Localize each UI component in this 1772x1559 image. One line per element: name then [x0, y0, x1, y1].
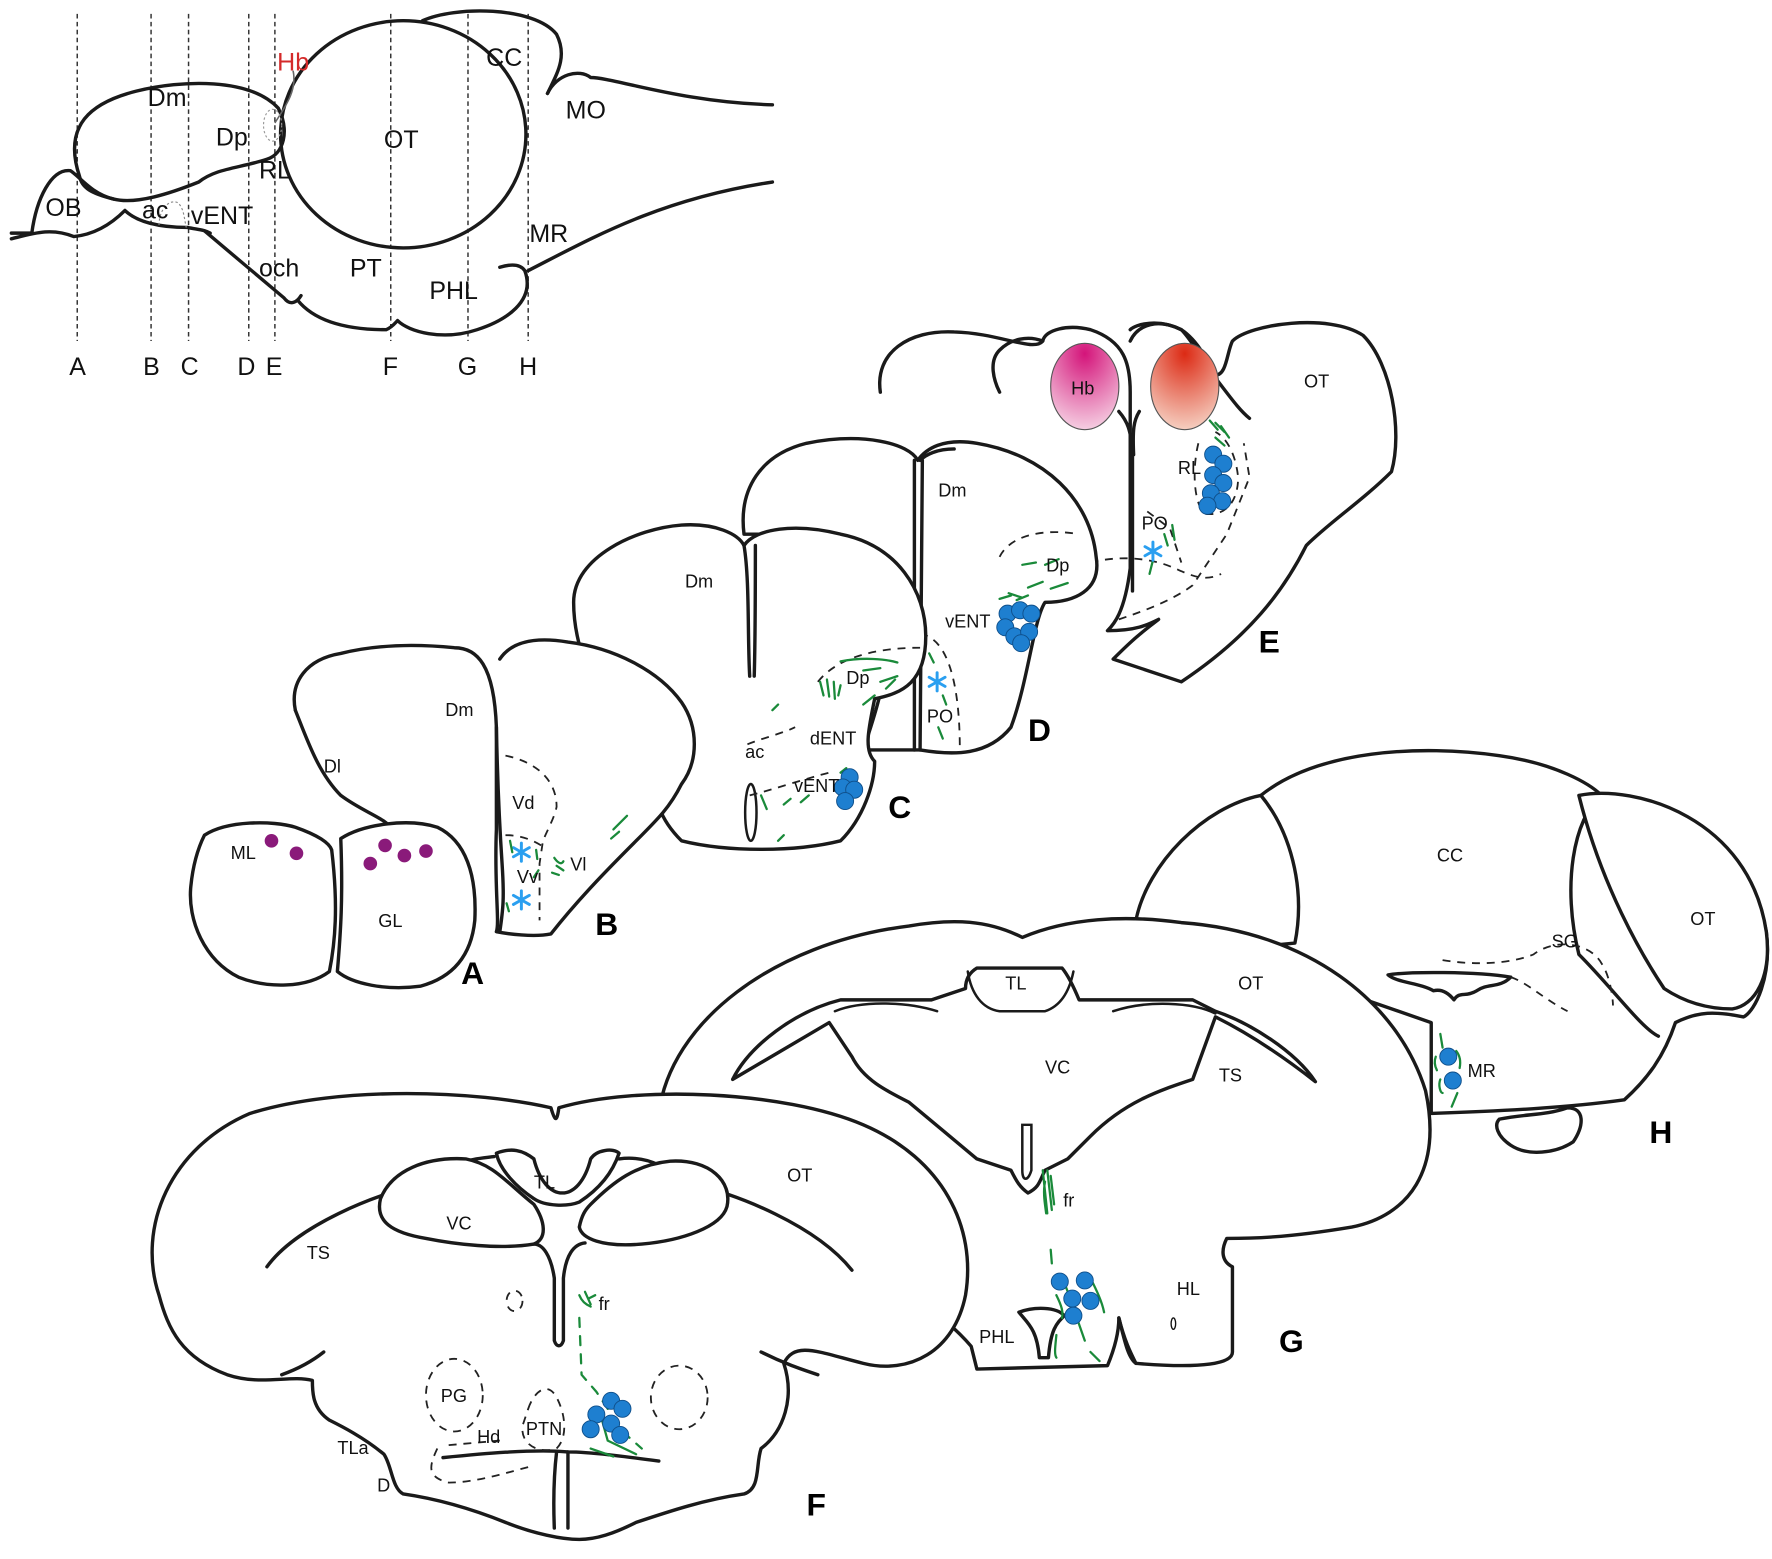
label-G-TL: TL — [1005, 974, 1026, 994]
label-G-VC: VC — [1045, 1058, 1070, 1078]
section-F: TL OT VC TS fr PG TLa Hd PTN D F — [150, 1091, 970, 1542]
label-H-SG: SG — [1552, 932, 1578, 952]
label-PT: PT — [350, 254, 382, 282]
label-E-PO: PO — [1142, 514, 1168, 534]
section-label-H: H — [1649, 1114, 1672, 1150]
label-PHL: PHL — [429, 277, 478, 305]
label-OT: OT — [384, 126, 419, 154]
line-label-H: H — [519, 353, 537, 381]
label-Dp: Dp — [216, 124, 248, 152]
section-label-B: B — [595, 906, 618, 942]
label-B-Dm: Dm — [445, 700, 473, 720]
label-Hb: Hb — [277, 49, 309, 77]
line-label-B: B — [143, 353, 160, 381]
line-label-A: A — [69, 353, 86, 381]
label-MO: MO — [566, 96, 606, 124]
label-B-Vd: Vd — [512, 793, 534, 813]
label-C-Dm: Dm — [685, 572, 713, 592]
label-G-PHL: PHL — [979, 1327, 1014, 1347]
label-E-OT: OT — [1304, 372, 1329, 392]
line-label-F: F — [383, 353, 398, 381]
label-G-OT: OT — [1238, 974, 1263, 994]
label-D-PO: PO — [927, 707, 953, 727]
label-C-ac: ac — [745, 742, 764, 762]
label-Dm: Dm — [148, 84, 187, 112]
label-E-RL: RL — [1178, 458, 1201, 478]
label-F-TS: TS — [307, 1243, 330, 1263]
label-F-VC: VC — [446, 1213, 471, 1233]
section-label-C: C — [888, 789, 911, 825]
label-F-TL: TL — [534, 1172, 555, 1192]
label-C-dENT: dENT — [810, 728, 856, 748]
line-label-C: C — [181, 353, 199, 381]
sagittal-overview: OB Dm Dp Hb RL ac vENT OT CC MO MR och P… — [9, 9, 775, 381]
label-A-ML: ML — [231, 843, 256, 863]
label-vENT: vENT — [191, 202, 253, 230]
label-F-OT: OT — [787, 1166, 812, 1186]
section-E: Hb OT RL PO E — [878, 320, 1398, 684]
label-D-Dm: Dm — [938, 481, 966, 501]
label-C-Dp: Dp — [846, 668, 869, 688]
label-B-Dl: Dl — [324, 757, 341, 777]
label-C-vENT: vENT — [794, 776, 839, 796]
section-H: CC OT SG MR H — [1134, 748, 1770, 1154]
line-label-D: D — [237, 353, 255, 381]
label-H-OT: OT — [1690, 909, 1715, 929]
sagittal-labels: OB Dm Dp Hb RL ac vENT OT CC MO MR och P… — [45, 44, 605, 305]
label-RL: RL — [259, 157, 291, 185]
section-G: TL OT VC TS fr PHL HL G — [657, 916, 1432, 1371]
label-F-D: D — [377, 1476, 390, 1496]
label-F-fr: fr — [599, 1294, 610, 1314]
section-label-F: F — [806, 1487, 825, 1523]
section-label-G: G — [1279, 1323, 1304, 1359]
section-B: Dl Dm Vd Vv Vl B — [292, 638, 697, 942]
label-H-CC: CC — [1437, 845, 1463, 865]
section-line-labels: A B C D E F G H — [69, 353, 537, 381]
label-F-PG: PG — [441, 1386, 467, 1406]
label-D-Dp: Dp — [1046, 556, 1069, 576]
label-H-MR: MR — [1468, 1061, 1496, 1081]
label-ac: ac — [142, 196, 168, 224]
label-G-fr: fr — [1063, 1191, 1074, 1211]
label-MR: MR — [529, 220, 568, 248]
label-och: och — [259, 254, 299, 282]
label-B-Vv: Vv — [517, 867, 539, 887]
label-G-TS: TS — [1219, 1066, 1242, 1086]
section-label-E: E — [1259, 623, 1280, 659]
label-F-Hd: Hd — [477, 1427, 500, 1447]
section-D: Dm Dp vENT PO D — [741, 437, 1099, 755]
label-B-Vl: Vl — [570, 854, 586, 874]
section-A: ML GL A — [188, 821, 484, 991]
line-label-E: E — [266, 353, 283, 381]
label-CC: CC — [486, 44, 522, 72]
label-E-Hb: Hb — [1071, 378, 1094, 398]
line-label-G: G — [458, 353, 477, 381]
label-F-PTN: PTN — [526, 1419, 562, 1439]
label-G-HL: HL — [1177, 1279, 1200, 1299]
label-D-vENT: vENT — [945, 611, 990, 631]
label-F-TLa: TLa — [337, 1438, 369, 1458]
section-label-A: A — [461, 955, 484, 991]
label-OB: OB — [45, 194, 81, 222]
section-label-D: D — [1028, 712, 1051, 748]
label-A-GL: GL — [378, 911, 402, 931]
